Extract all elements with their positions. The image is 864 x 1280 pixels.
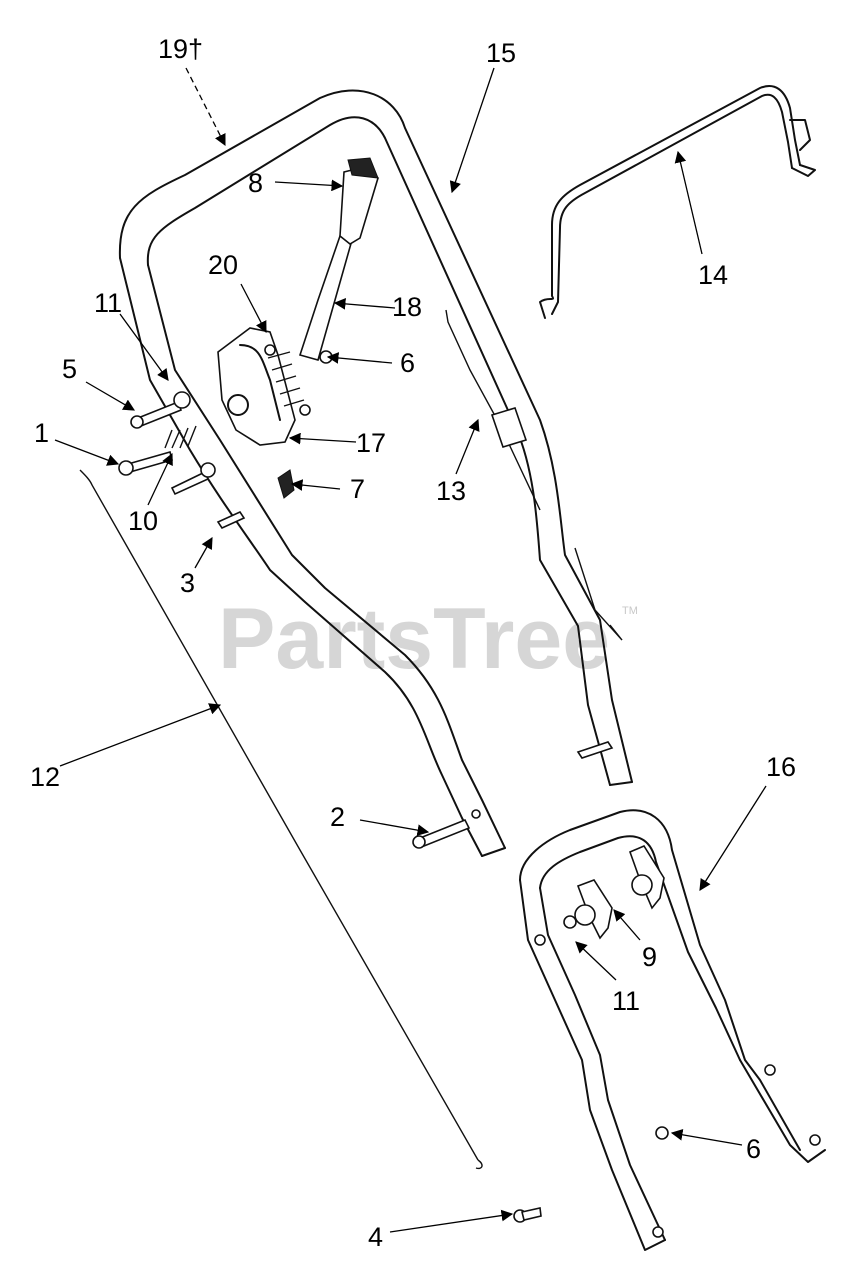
knobs-9 bbox=[534, 844, 665, 946]
callout-1: 1 bbox=[34, 418, 49, 448]
watermark-trademark: TM bbox=[622, 605, 638, 617]
control-assembly bbox=[217, 157, 379, 446]
callout-labels: 19† 15 8 20 18 6 17 7 11 5 1 10 3 14 13 … bbox=[30, 34, 796, 1252]
callout-6-upper: 6 bbox=[400, 348, 415, 378]
callout-7: 7 bbox=[350, 474, 365, 504]
watermark-text: PartsTree bbox=[218, 591, 610, 687]
callout-15: 15 bbox=[486, 38, 516, 68]
callout-9: 9 bbox=[642, 942, 657, 972]
callout-5: 5 bbox=[62, 354, 77, 384]
lower-handle-16 bbox=[519, 809, 826, 1251]
callout-8: 8 bbox=[248, 168, 263, 198]
control-bar bbox=[539, 85, 816, 319]
cable-13 bbox=[445, 309, 623, 759]
callout-4: 4 bbox=[368, 1222, 383, 1252]
hardware bbox=[118, 391, 669, 1223]
callout-18: 18 bbox=[392, 292, 422, 322]
callout-17: 17 bbox=[356, 428, 386, 458]
leader-lines bbox=[54, 67, 767, 1233]
callout-10: 10 bbox=[128, 506, 158, 536]
callout-12: 12 bbox=[30, 762, 60, 792]
callout-11-upper: 11 bbox=[94, 288, 122, 318]
callout-16: 16 bbox=[766, 752, 796, 782]
callout-3: 3 bbox=[180, 568, 195, 598]
callout-19: 19† bbox=[158, 34, 203, 64]
lower-handle bbox=[119, 257, 506, 857]
callout-13: 13 bbox=[436, 476, 466, 506]
cable-12 bbox=[79, 469, 483, 1170]
callout-20: 20 bbox=[208, 250, 238, 280]
upper-handle bbox=[118, 89, 633, 786]
callout-6-lower: 6 bbox=[746, 1134, 761, 1164]
callout-2: 2 bbox=[330, 802, 345, 832]
callout-11-lower: 11 bbox=[612, 986, 640, 1016]
callout-14: 14 bbox=[698, 260, 728, 290]
